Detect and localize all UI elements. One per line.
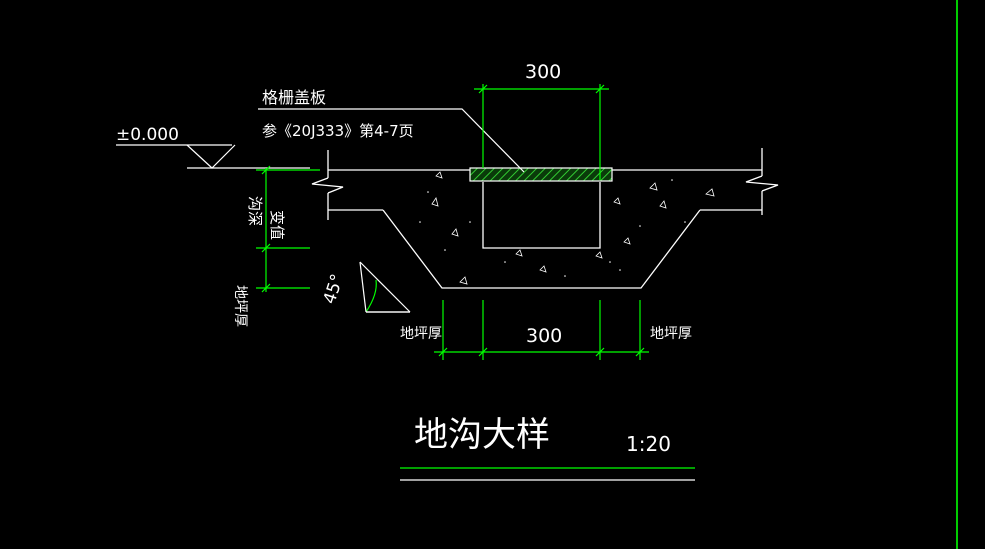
angle-label: 45°: [320, 272, 348, 307]
slab-thickness-vertical-label: 地坪厚: [232, 285, 248, 327]
drawing-scale: 1:20: [626, 432, 671, 456]
grate-cover-label: 格栅盖板: [262, 88, 326, 107]
reference-label: 参《20J333》第4-7页: [262, 122, 414, 140]
top-width-dimension: 300: [525, 61, 561, 83]
angle-marker: [359, 261, 411, 313]
slab-thickness-right-label: 地坪厚: [650, 326, 692, 342]
elevation-label: ±0.000: [116, 125, 179, 145]
concrete-dots: [419, 179, 686, 277]
grate-leader-line: [258, 108, 525, 173]
slab-thickness-left-label: 地坪厚: [400, 326, 442, 342]
trench-depth-label: 沟深: [246, 196, 264, 226]
variable-label: 变值: [268, 210, 286, 240]
trench-section: [311, 148, 779, 289]
bottom-width-dimension: 300: [526, 325, 562, 347]
grate-cover-plate: [469, 167, 613, 182]
drawing-title: 地沟大样: [414, 415, 550, 455]
dimension-lines: [256, 84, 649, 360]
concrete-fill: [431, 171, 715, 285]
elevation-marker: [116, 144, 310, 169]
